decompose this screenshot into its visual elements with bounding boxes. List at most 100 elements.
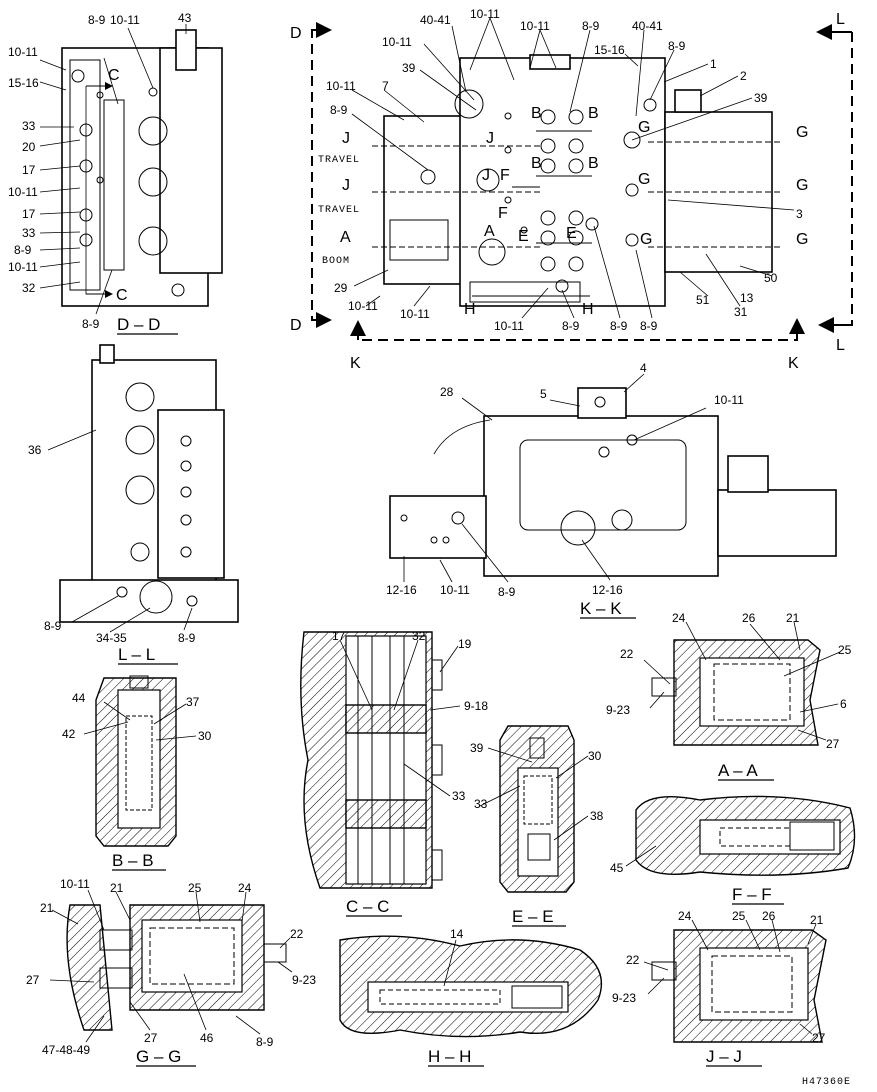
view-gg: 10-11 21 25 24 21 22 9-23 27 27 46 8-9 4… bbox=[26, 877, 316, 1067]
section-title-ff: F – F bbox=[732, 885, 772, 904]
label-cc-19: 19 bbox=[458, 637, 472, 651]
text-boom: BOOM bbox=[322, 256, 350, 267]
label-gg-10-11: 10-11 bbox=[60, 877, 90, 891]
label-dd-10-11c: 10-11 bbox=[8, 260, 38, 274]
label-ll-36: 36 bbox=[28, 443, 42, 457]
label-gg-8-9: 8-9 bbox=[256, 1035, 274, 1049]
label-dd-17b: 17 bbox=[22, 207, 36, 221]
label-bb-30: 30 bbox=[198, 729, 212, 743]
label-main-40-41b: 40-41 bbox=[632, 19, 663, 33]
marker-g-3: G bbox=[638, 171, 650, 188]
section-title-gg: G – G bbox=[136, 1047, 181, 1066]
label-ee-38: 38 bbox=[590, 809, 604, 823]
label-ee-30: 30 bbox=[588, 749, 602, 763]
marker-b-3: B bbox=[531, 155, 542, 172]
marker-b-2: B bbox=[588, 105, 599, 122]
view-ll: 36 8-9 34-35 8-9 L – L bbox=[28, 344, 239, 665]
label-main-39a: 39 bbox=[402, 61, 416, 75]
marker-l-top: L bbox=[836, 11, 845, 28]
view-hh: 14 H – H bbox=[339, 927, 603, 1067]
view-bb: 44 42 37 30 B – B bbox=[62, 675, 212, 871]
label-gg-21a: 21 bbox=[110, 881, 124, 895]
label-main-40-41a: 40-41 bbox=[420, 13, 451, 27]
view-aa: 22 9-23 24 26 21 25 6 27 A – A bbox=[606, 611, 852, 781]
label-aa-6: 6 bbox=[840, 697, 847, 711]
section-title-ee: E – E bbox=[512, 907, 554, 926]
label-main-29: 29 bbox=[334, 281, 348, 295]
label-main-10-11d: 10-11 bbox=[520, 19, 550, 33]
label-dd-17a: 17 bbox=[22, 163, 36, 177]
label-aa-21: 21 bbox=[786, 611, 800, 625]
label-main-10-11f: 10-11 bbox=[400, 307, 430, 321]
marker-j-4: J bbox=[482, 167, 490, 184]
label-dd-20: 20 bbox=[22, 140, 36, 154]
label-main-8-9a: 8-9 bbox=[330, 103, 348, 117]
text-travel-2: TRAVEL bbox=[318, 205, 360, 216]
label-main-15-16: 15-16 bbox=[594, 43, 625, 57]
label-ll-34-35: 34-35 bbox=[96, 631, 127, 645]
label-dd-33a: 33 bbox=[22, 119, 36, 133]
marker-g-6: G bbox=[796, 231, 808, 248]
label-bb-42: 42 bbox=[62, 727, 76, 741]
marker-g-5: G bbox=[640, 231, 652, 248]
label-main-10-11b: 10-11 bbox=[382, 35, 412, 49]
label-jj-21: 21 bbox=[810, 913, 824, 927]
label-kk-12-16b: 12-16 bbox=[592, 583, 623, 597]
view-ff: 45 F – F bbox=[610, 795, 856, 905]
label-dd-8-9c: 8-9 bbox=[82, 317, 100, 331]
label-dd-10-11d: 10-11 bbox=[110, 13, 140, 27]
label-main-39b: 39 bbox=[754, 91, 768, 105]
label-dd-8-9b: 8-9 bbox=[88, 13, 106, 27]
label-main-3: 3 bbox=[796, 207, 803, 221]
drawing-id: H47360E bbox=[802, 1077, 851, 1088]
label-jj-22: 22 bbox=[626, 953, 640, 967]
label-jj-27: 27 bbox=[812, 1031, 826, 1045]
view-main-top: J J J J A A B B B B F F E E G G G G G G … bbox=[290, 7, 853, 372]
label-dd-10-11a: 10-11 bbox=[8, 45, 38, 59]
label-main-51: 51 bbox=[696, 293, 710, 307]
marker-l-bottom: L bbox=[836, 337, 845, 354]
view-kk: 28 5 4 10-11 12-16 10-11 8-9 12-16 K – K bbox=[386, 361, 837, 619]
marker-g-1: G bbox=[638, 119, 650, 136]
marker-j-3: J bbox=[342, 177, 350, 194]
label-bb-44: 44 bbox=[72, 691, 86, 705]
label-main-7: 7 bbox=[382, 79, 389, 93]
label-main-8-9b: 8-9 bbox=[582, 19, 600, 33]
label-kk-10-11a: 10-11 bbox=[714, 393, 744, 407]
view-ee: 39 30 33 38 E – E bbox=[470, 725, 604, 927]
label-cc-17: 17 bbox=[332, 629, 346, 643]
label-main-8-9d: 8-9 bbox=[640, 319, 658, 333]
label-dd-43: 43 bbox=[178, 11, 192, 25]
label-kk-10-11b: 10-11 bbox=[440, 583, 470, 597]
label-aa-22: 22 bbox=[620, 647, 634, 661]
label-aa-27: 27 bbox=[826, 737, 840, 751]
label-kk-8-9: 8-9 bbox=[498, 585, 516, 599]
label-aa-26: 26 bbox=[742, 611, 756, 625]
section-title-bb: B – B bbox=[112, 851, 154, 870]
label-kk-28: 28 bbox=[440, 385, 454, 399]
label-dd-15-16: 15-16 bbox=[8, 76, 39, 90]
text-travel-1: TRAVEL bbox=[318, 155, 360, 166]
label-gg-9-23: 9-23 bbox=[292, 973, 316, 987]
label-jj-26: 26 bbox=[762, 909, 776, 923]
marker-dd-c-bottom: C bbox=[116, 287, 128, 304]
marker-b-1: B bbox=[531, 105, 542, 122]
marker-j-1: J bbox=[342, 130, 350, 147]
label-main-10-11e: 10-11 bbox=[494, 319, 524, 333]
label-gg-22: 22 bbox=[290, 927, 304, 941]
label-gg-21b: 21 bbox=[40, 901, 54, 915]
marker-d-top: D bbox=[290, 25, 302, 42]
label-dd-33b: 33 bbox=[22, 226, 36, 240]
label-kk-12-16a: 12-16 bbox=[386, 583, 417, 597]
marker-g-4: G bbox=[796, 177, 808, 194]
marker-k-left: K bbox=[350, 355, 361, 372]
label-cc-33: 33 bbox=[452, 789, 466, 803]
label-dd-8-9a: 8-9 bbox=[14, 243, 32, 257]
marker-a-1: A bbox=[340, 229, 351, 246]
label-bb-37: 37 bbox=[186, 695, 200, 709]
label-ll-8-9b: 8-9 bbox=[178, 631, 196, 645]
label-ee-39: 39 bbox=[470, 741, 484, 755]
marker-j-2: J bbox=[486, 130, 494, 147]
label-jj-9-23: 9-23 bbox=[612, 991, 636, 1005]
label-cc-32: 32 bbox=[412, 629, 426, 643]
